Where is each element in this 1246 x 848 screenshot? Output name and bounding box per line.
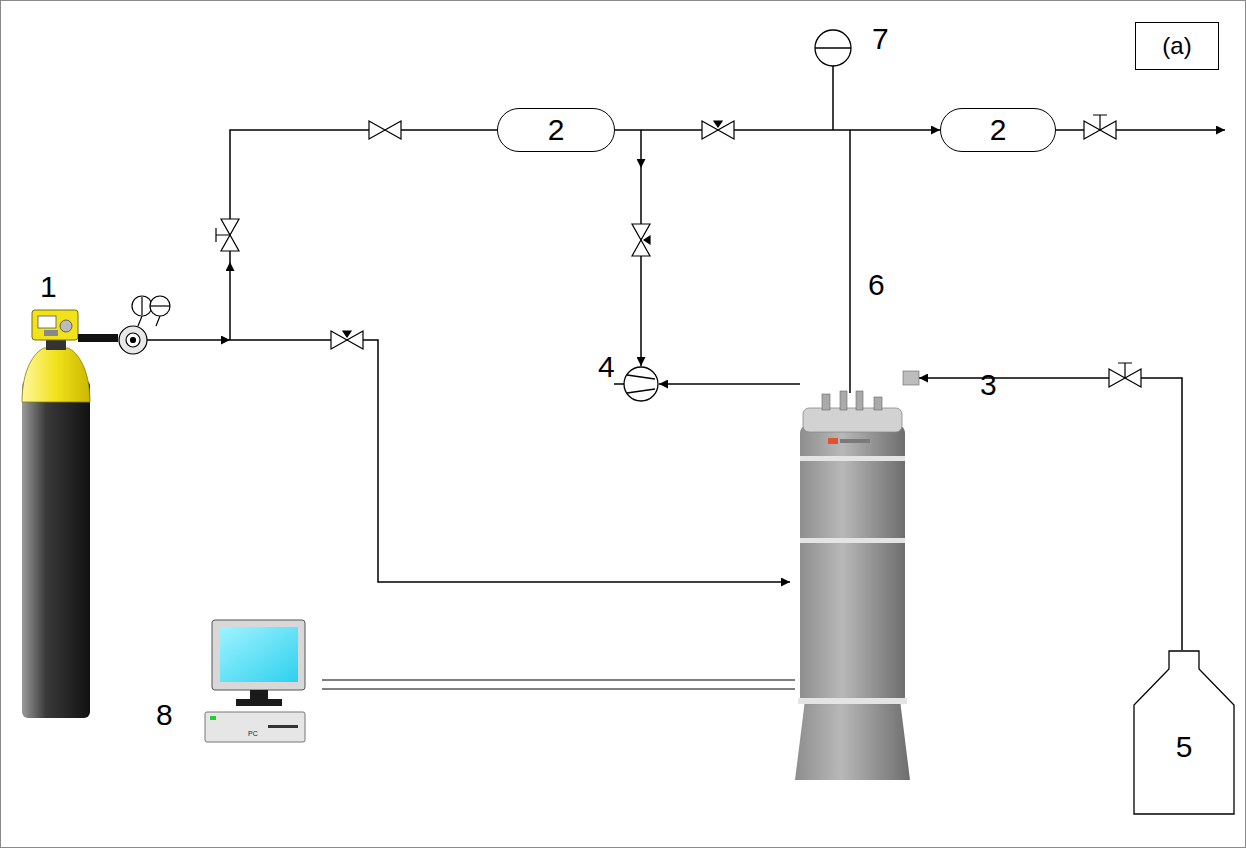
pipe-lines-part (1056, 129, 1225, 131)
reactor-part (822, 394, 830, 410)
buffer-vessel: 2 (940, 108, 1056, 152)
gas-cylinder (22, 310, 118, 718)
reactor-part (840, 391, 847, 410)
reactor-part (903, 371, 919, 385)
valve-symbols-part (1093, 115, 1107, 130)
computer-part (236, 699, 282, 706)
pipe-lines-part (832, 66, 834, 130)
reactor-part (800, 456, 905, 461)
pressure-regulator-part (132, 296, 152, 316)
callout-number: 6 (868, 270, 885, 300)
pressure-regulator (119, 296, 170, 354)
gas-cylinder-part (32, 310, 78, 340)
valve-symbols-part (702, 121, 734, 139)
gas-cylinder-part (78, 334, 118, 342)
pipe-lines-part (230, 130, 497, 262)
vacuum-pump-part (624, 367, 658, 401)
pipe-lines-part (147, 339, 230, 341)
reactor-part (803, 408, 902, 432)
callout-number: 3 (980, 370, 997, 400)
pressure-gauge (815, 30, 851, 66)
pressure-gauge-part (815, 30, 851, 66)
pressure-regulator-part (119, 326, 147, 354)
computer-part (205, 712, 305, 742)
computer-part (212, 620, 305, 690)
callout-number: (a) (1162, 34, 1191, 58)
reactor-part (795, 700, 910, 780)
pipe-lines-part (614, 383, 624, 385)
buffer-vessel: 2 (497, 108, 615, 152)
vacuum-pump (624, 367, 658, 401)
valve-symbols-part (644, 236, 650, 244)
reactor-part (800, 538, 905, 543)
computer-part (210, 716, 216, 720)
device-text: PC (248, 730, 258, 737)
pressure-regulator-part (138, 316, 160, 326)
pipe-lines-part (640, 130, 642, 168)
gas-cylinder-part (38, 316, 56, 328)
pressure-gauge-part (815, 47, 851, 48)
panel-label-box: (a) (1135, 22, 1219, 70)
pipe-lines-part (229, 262, 231, 340)
pressure-regulator-part (150, 296, 170, 316)
pressure-regulator-part (126, 333, 140, 347)
pipe-connector (615, 129, 940, 131)
callout-number: 1 (40, 272, 57, 302)
valve-symbols-part (632, 224, 650, 256)
pressure-regulator-part (141, 297, 142, 315)
reactor-part (874, 397, 882, 410)
pipe-lines-part (849, 130, 851, 393)
gas-cylinder-part (60, 320, 72, 332)
callout-number: 4 (598, 352, 615, 382)
pipe-lines-part (640, 168, 642, 366)
valve-symbols-part (714, 121, 722, 127)
reactor-part (840, 439, 870, 443)
valve-symbols-part (343, 331, 351, 337)
callout-number: 2 (990, 115, 1007, 145)
gas-cylinder-part (44, 330, 58, 336)
valve-symbols-part (331, 331, 363, 349)
reactor (795, 371, 919, 780)
valve-symbols-part (369, 121, 401, 139)
reactor-part (828, 438, 838, 444)
computer-part (220, 627, 298, 682)
callout-number: 5 (1133, 732, 1235, 762)
reactor-part (856, 391, 863, 410)
reactor-part (798, 698, 907, 704)
pipe-lines (147, 66, 1225, 689)
valve-symbols-part (1118, 363, 1132, 378)
pressure-regulator-part (131, 338, 136, 343)
computer-part (268, 725, 298, 728)
computer-part (250, 690, 268, 700)
pipe-lines-part (919, 378, 1182, 650)
computer (205, 620, 305, 742)
gas-cylinder-part (22, 348, 90, 402)
liquid-container: 5 (1133, 650, 1235, 815)
pipe-lines-part (322, 689, 795, 690)
pipe-lines-part (322, 680, 795, 681)
callout-number: 7 (872, 24, 889, 54)
pipe-lines-part (230, 340, 790, 582)
vacuum-pump-part (627, 375, 655, 393)
valve-symbols-part (216, 228, 230, 242)
callout-number: 8 (156, 700, 173, 730)
container-outline-path (1134, 651, 1234, 814)
pressure-regulator-part (150, 305, 170, 306)
gas-cylinder-part (22, 380, 90, 718)
valve-symbols (216, 115, 1141, 387)
reactor-part (800, 425, 905, 705)
pipe-lines-part (659, 383, 800, 385)
callout-number: 2 (548, 115, 565, 145)
